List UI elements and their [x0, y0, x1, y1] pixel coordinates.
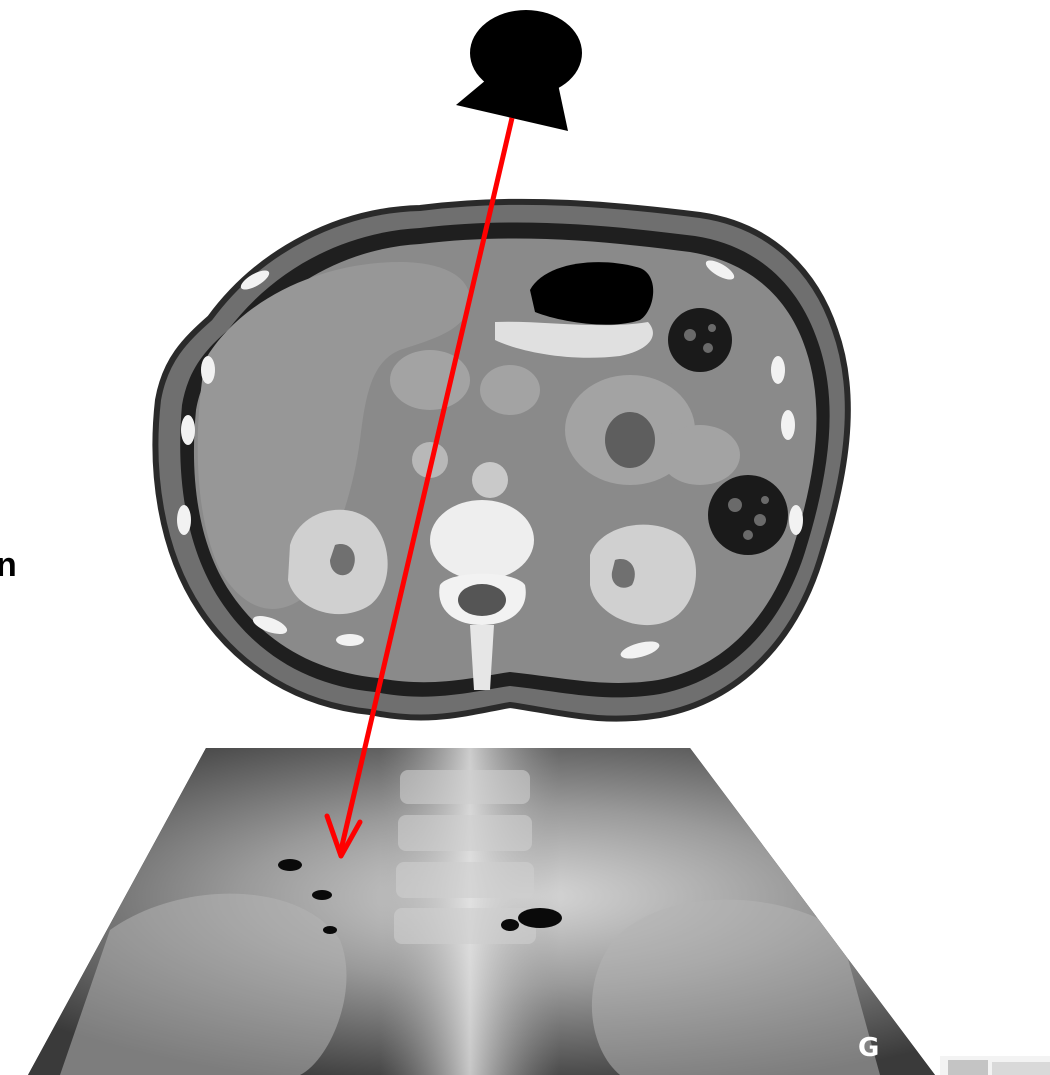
xray-tube-icon — [456, 10, 582, 131]
abdominal-radiograph: G — [0, 748, 1050, 1075]
xray-side-marker: G — [858, 1033, 879, 1063]
ct-axial-slice — [155, 202, 847, 719]
cropped-logo-fragment — [940, 1056, 1050, 1075]
